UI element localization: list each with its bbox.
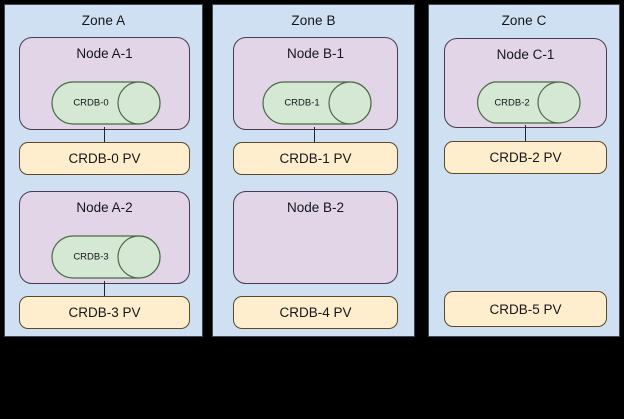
pv-box-crdb-3[interactable]: CRDB-3 PV [19,296,190,329]
crdb-pod-crdb-3[interactable]: CRDB-3 [51,235,161,279]
cylinder-shape-icon [262,81,372,125]
node-title-b-1: Node B-1 [286,46,345,61]
connector-node-c-1-to-pv [525,125,526,141]
node-title-a-1: Node A-1 [76,46,133,61]
cylinder-shape-icon [51,235,161,279]
pv-box-crdb-0[interactable]: CRDB-0 PV [19,142,190,175]
node-title-c-1: Node C-1 [496,47,555,62]
node-title-b-2: Node B-2 [286,200,345,215]
pv-box-crdb-5[interactable]: CRDB-5 PV [444,291,607,327]
node-box-b-1[interactable]: Node B-1 CRDB-1 [233,37,398,130]
pv-box-crdb-1[interactable]: CRDB-1 PV [233,142,398,175]
node-box-b-2[interactable]: Node B-2 [233,191,398,284]
connector-node-a-2-to-pv [104,281,105,297]
pv-box-crdb-4[interactable]: CRDB-4 PV [233,296,398,329]
cylinder-shape-icon [477,81,581,124]
zone-title-b: Zone B [291,13,336,28]
pv-label-crdb-5: CRDB-5 PV [489,301,562,317]
zone-panel-b[interactable]: Zone B Node B-1 CRDB-1 CRDB-1 PV Node B-… [212,4,415,337]
pv-label-crdb-0: CRDB-0 PV [68,151,141,166]
zone-title-c: Zone C [501,13,547,28]
crdb-pod-crdb-1[interactable]: CRDB-1 [262,81,372,125]
pv-label-crdb-3: CRDB-3 PV [68,305,141,320]
zone-title-a: Zone A [81,13,126,28]
pv-box-crdb-2[interactable]: CRDB-2 PV [444,141,607,174]
connector-node-a-1-to-pv [104,127,105,143]
pv-label-crdb-2: CRDB-2 PV [489,150,562,165]
node-title-a-2: Node A-2 [76,200,133,215]
pv-label-crdb-1: CRDB-1 PV [279,151,352,166]
node-box-c-1[interactable]: Node C-1 CRDB-2 [444,38,607,128]
crdb-pod-crdb-0[interactable]: CRDB-0 [51,81,161,125]
pv-label-crdb-4: CRDB-4 PV [279,305,352,320]
node-box-a-1[interactable]: Node A-1 CRDB-0 [19,37,190,130]
zone-panel-c[interactable]: Zone C Node C-1 CRDB-2 CRDB-2 PV CRDB-5 … [428,4,620,337]
crdb-pod-crdb-2[interactable]: CRDB-2 [473,81,581,124]
connector-node-b-1-to-pv [314,127,315,143]
node-box-a-2[interactable]: Node A-2 CRDB-3 [19,191,190,284]
zone-panel-a[interactable]: Zone A Node A-1 CRDB-0 CRDB-0 PV Node A-… [4,4,203,337]
cylinder-shape-icon [51,81,161,125]
